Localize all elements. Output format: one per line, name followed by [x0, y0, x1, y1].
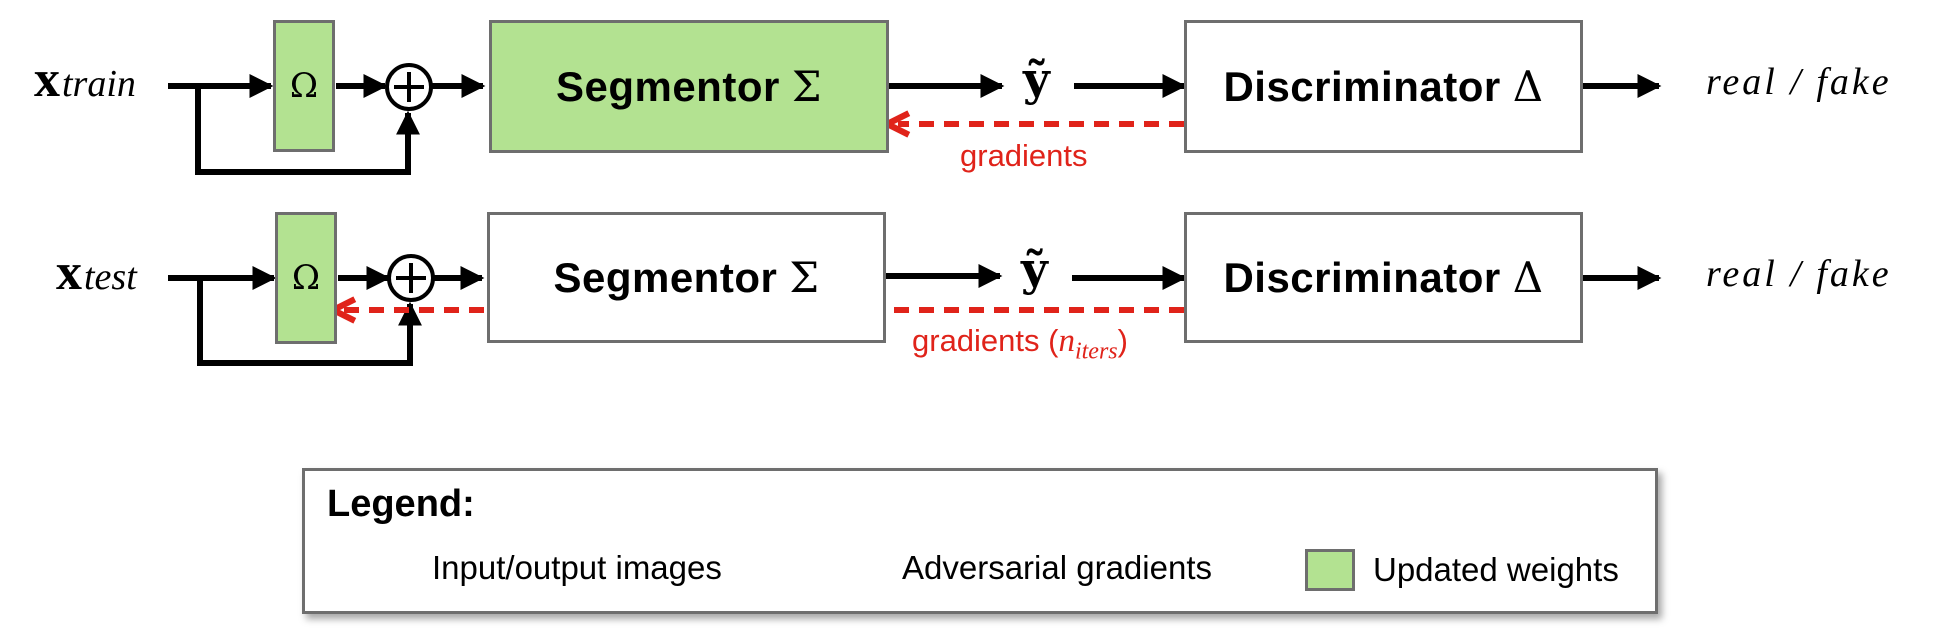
result-label-train: real / fake — [1706, 61, 1892, 103]
skip-connection — [197, 278, 422, 366]
skip-connection — [195, 86, 420, 175]
row-test-arrows — [168, 254, 1662, 366]
gradients-label-train: gradients — [960, 138, 1088, 173]
legend-item-green: Updated weights — [1373, 551, 1619, 588]
input-label-train: xtrain — [34, 51, 136, 108]
legend-green-swatch-icon — [1305, 549, 1355, 591]
output-label-train: ỹ — [1023, 52, 1050, 106]
row-train-arrows — [168, 63, 1662, 175]
omega-block-train: Ω — [273, 20, 335, 152]
omega-block-test: Ω — [275, 212, 337, 344]
legend: Legend: Input/output images Adversarial … — [302, 468, 1658, 614]
output-label-test: ỹ — [1021, 242, 1048, 296]
legend-title: Legend: — [327, 483, 475, 525]
input-label-test: xtest — [56, 244, 137, 301]
legend-item-solid: Input/output images — [432, 549, 722, 586]
result-label-test: real / fake — [1706, 253, 1892, 295]
gradients-label-test: gradients (niters) — [912, 323, 1128, 365]
legend-item-dashed: Adversarial gradients — [902, 549, 1212, 586]
